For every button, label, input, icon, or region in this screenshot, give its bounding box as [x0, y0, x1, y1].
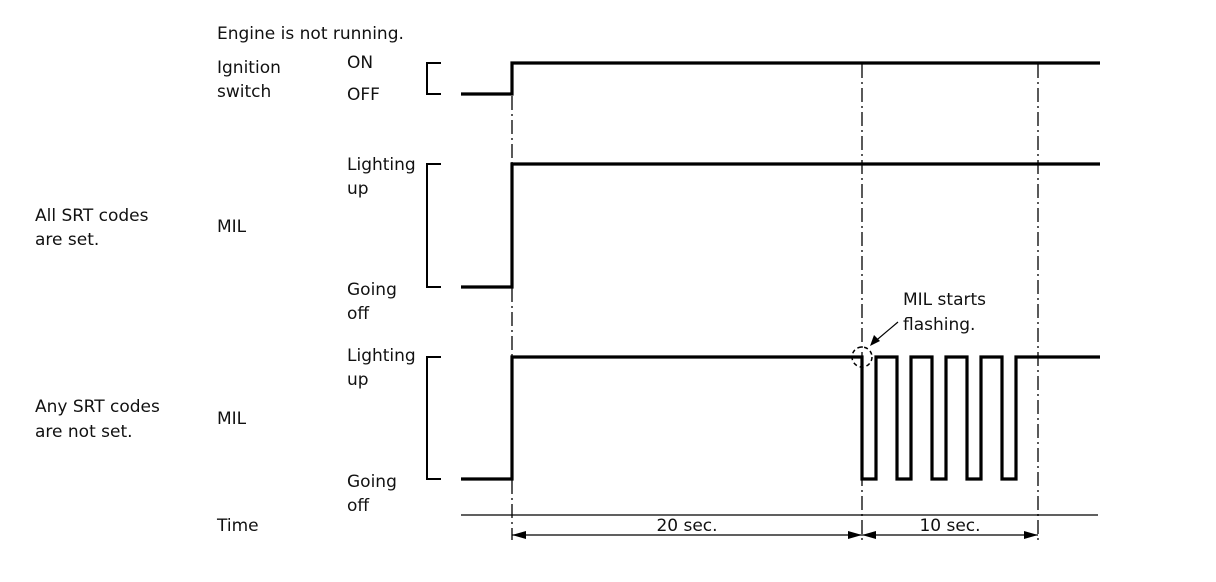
interval-2-arrow-left: [862, 531, 876, 539]
interval-1-label: 20 sec.: [656, 516, 717, 536]
all-srt-high-label-line2: up: [347, 179, 369, 199]
all-srt-condition-line2: are set.: [35, 230, 99, 250]
ignition-state-on: ON: [347, 53, 373, 73]
ignition-label-line2: switch: [217, 82, 271, 102]
all-srt-low-label-line2: off: [347, 304, 370, 324]
interval-2-arrow-right: [1024, 531, 1038, 539]
time-axis-label: Time: [216, 516, 259, 536]
engine-status-label: Engine is not running.: [217, 24, 404, 44]
ignition-level-bracket: [426, 62, 441, 95]
any-srt-mil-waveform: [461, 355, 1100, 481]
interval-1-arrow-left: [512, 531, 526, 539]
any-srt-low-label-line1: Going: [347, 472, 397, 492]
ignition-state-off: OFF: [347, 85, 380, 105]
any-srt-level-bracket: [426, 356, 441, 480]
any-srt-high-label-line2: up: [347, 370, 369, 390]
all-srt-condition-line1: All SRT codes: [35, 206, 149, 226]
flash-start-marker: [851, 346, 873, 368]
annotation-line2: flashing.: [903, 315, 975, 335]
all-srt-high-label-line1: Lighting: [347, 155, 416, 175]
any-srt-mil-label: MIL: [217, 409, 247, 429]
all-srt-mil-label: MIL: [217, 217, 247, 237]
ignition-waveform: [461, 61, 1100, 96]
any-srt-condition-line2: are not set.: [35, 422, 133, 442]
interval-2-label: 10 sec.: [919, 516, 980, 536]
any-srt-high-label-line1: Lighting: [347, 346, 416, 366]
all-srt-level-bracket: [426, 163, 441, 288]
any-srt-low-label-line2: off: [347, 496, 370, 516]
any-srt-condition-line1: Any SRT codes: [35, 397, 160, 417]
annotation-arrowhead: [870, 335, 880, 346]
annotation-line1: MIL starts: [903, 290, 986, 310]
all-srt-low-label-line1: Going: [347, 280, 397, 300]
all-srt-mil-waveform: [461, 162, 1100, 289]
ignition-label-line1: Ignition: [217, 58, 281, 78]
interval-1-arrow-right: [848, 531, 862, 539]
